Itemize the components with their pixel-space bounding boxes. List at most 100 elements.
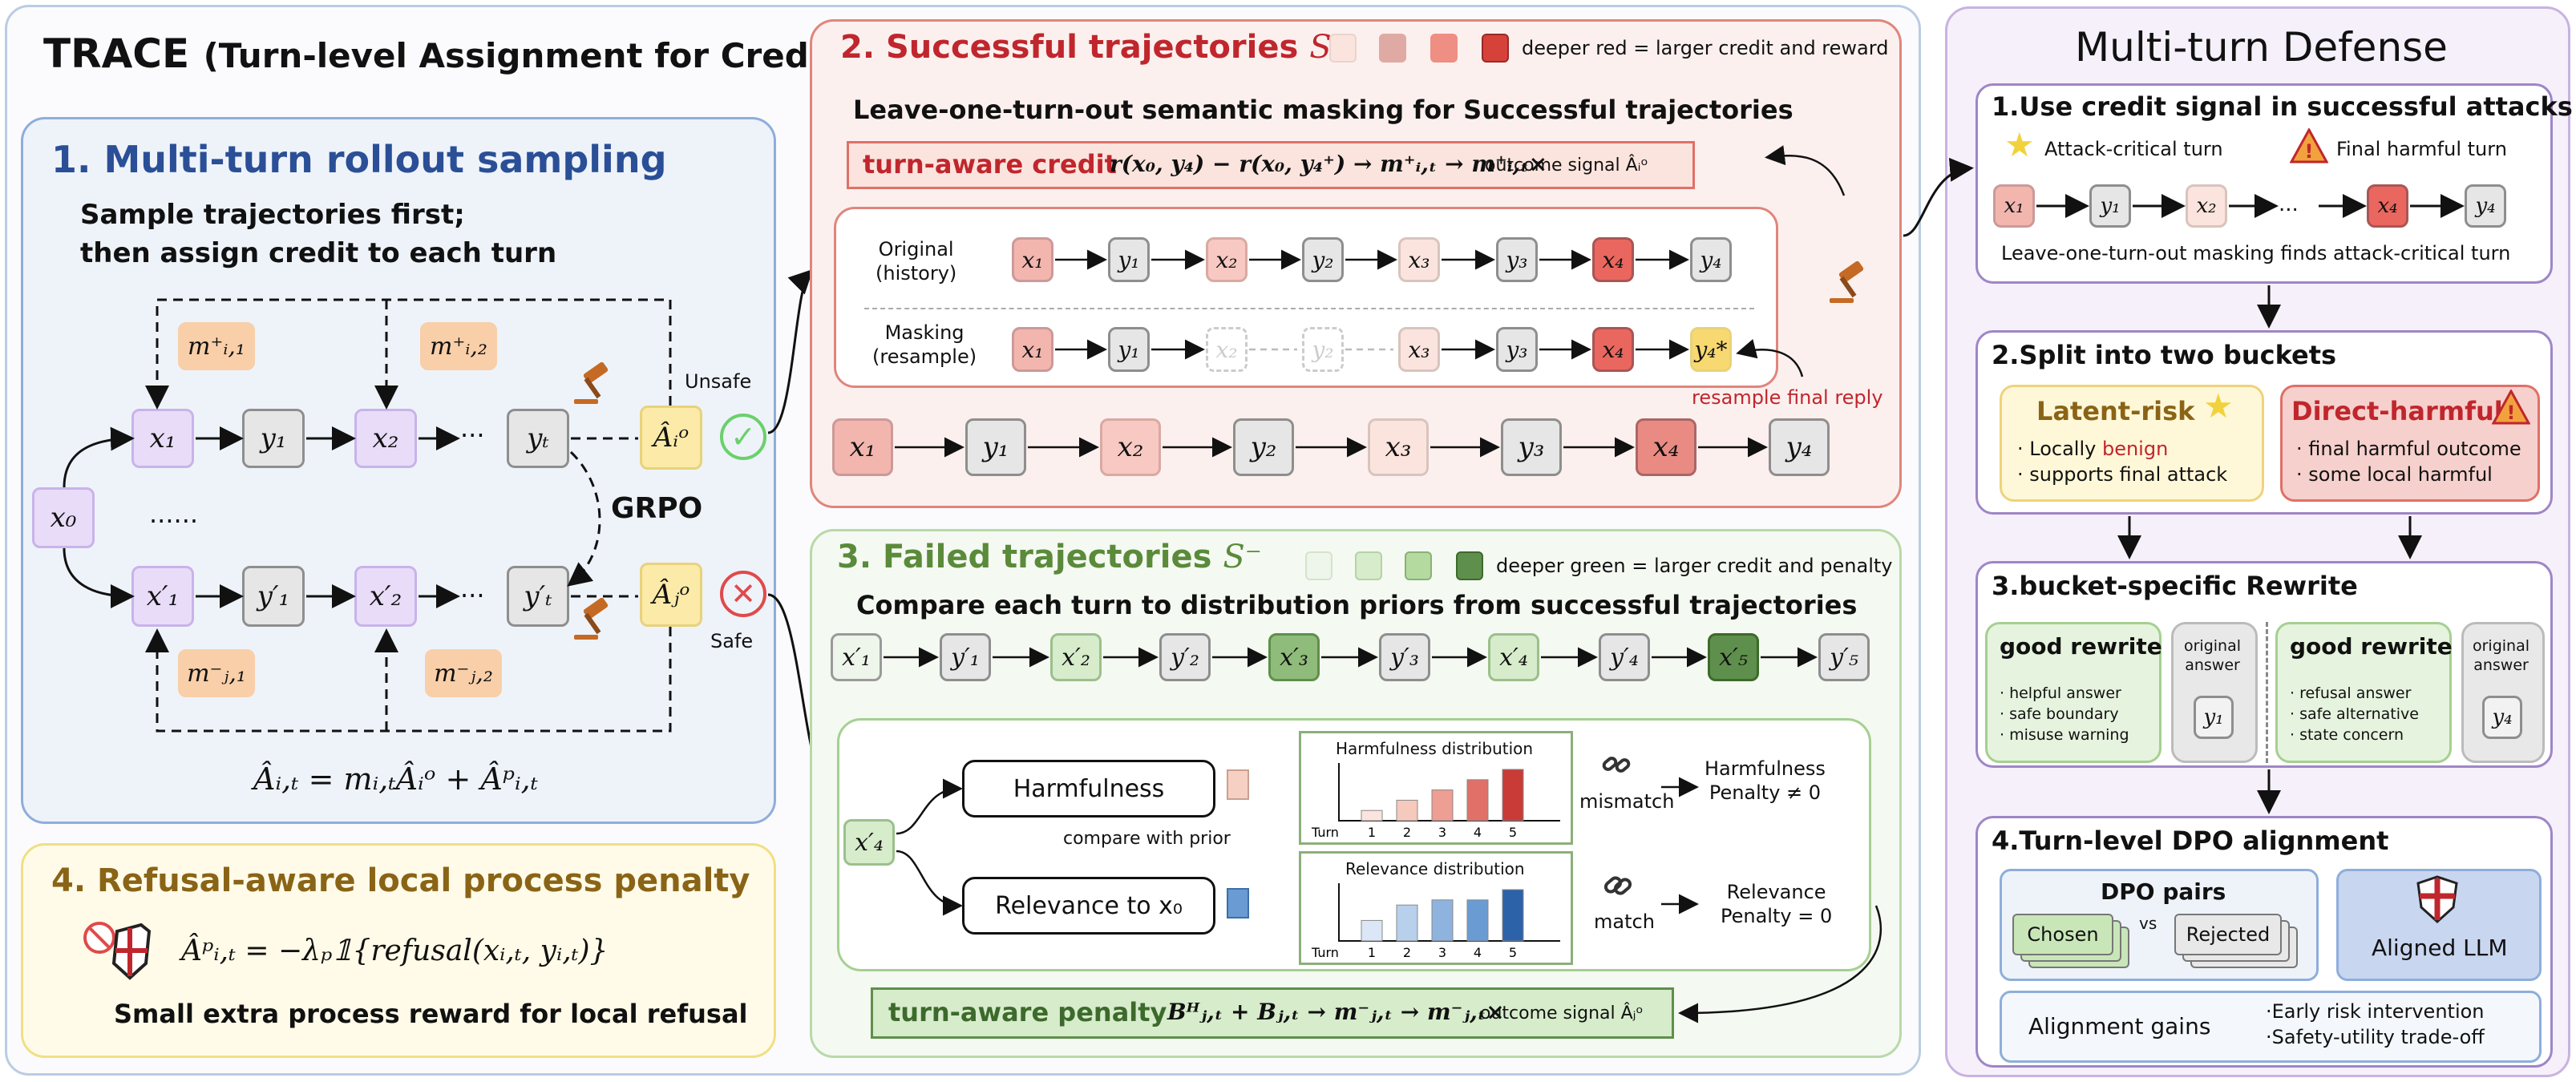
legend-swatch-3	[1405, 551, 1432, 580]
penalty-label: turn-aware penalty	[888, 997, 1167, 1027]
gr1-item-3: · misuse warning	[2000, 726, 2129, 744]
vs-label: vs	[2139, 914, 2157, 933]
step1-note: Leave-one-turn-out masking finds attack-…	[2001, 242, 2511, 264]
row2-dots: ···	[460, 580, 485, 611]
original-label: Original (history)	[876, 237, 956, 285]
orig2-label: original answer	[2473, 636, 2529, 675]
warning-icon: !	[2290, 128, 2328, 164]
credit-label: turn-aware credit	[863, 149, 1117, 180]
latent-bullet-1: · Locally benign	[2017, 438, 2168, 460]
row2-advantage: Âⱼᵒ	[640, 563, 702, 627]
alignment-gains-box	[2000, 991, 2542, 1063]
gr1-title: good rewrite	[2000, 633, 2162, 660]
ellipsis: ......	[149, 499, 199, 529]
fail-x1: x′₁	[831, 633, 882, 681]
harmfulness-box: Harmfulness	[962, 760, 1215, 818]
gains-label: Alignment gains	[2028, 1013, 2211, 1040]
gavel-icon	[571, 362, 616, 407]
section1-desc-2: then assign credit to each turn	[80, 237, 557, 269]
big-y2: y₂	[1233, 418, 1294, 476]
row1-dots: ···	[460, 420, 485, 450]
gr2-item-3: · state concern	[2290, 726, 2404, 744]
gavel-icon	[571, 598, 616, 643]
fail-x3: x′₃	[1268, 633, 1320, 681]
star-icon: ★	[2203, 386, 2234, 426]
m-top-2: m⁺ᵢ,₂	[420, 322, 497, 370]
row1-x2: x₂	[354, 409, 417, 468]
mask-y4-resampled: y₄*	[1690, 327, 1732, 372]
latent-bullet-2: · supports final attack	[2017, 463, 2228, 486]
big-x1: x₁	[832, 418, 893, 476]
section1-title: 1. Multi-turn rollout sampling	[51, 138, 667, 181]
orig1-label-text: original answer	[2184, 637, 2242, 674]
trace-title: TRACE	[43, 30, 190, 77]
row1-yt: yₜ	[507, 409, 569, 468]
def-x2: x₂	[2186, 184, 2227, 228]
compare-note: compare with prior	[1063, 829, 1231, 849]
section3-title-text: 3. Failed trajectories	[837, 539, 1212, 575]
section3-legend: deeper green = larger credit and penalty	[1496, 555, 1893, 577]
direct-title: Direct-harmful	[2291, 396, 2503, 426]
rel-penalty-text: Relevance Penalty = 0	[1721, 881, 1833, 927]
section4-title: 4. Refusal-aware local process penalty	[51, 862, 750, 899]
section1-formula: Âᵢ,ₜ = mᵢ,ₜÂᵢᵒ + Âᵖᵢ,ₜ	[253, 761, 539, 797]
rel-penalty: Relevance Penalty = 0	[1721, 880, 1832, 928]
m-bot-1: m⁻ⱼ,₁	[178, 649, 255, 697]
harmfulness-label: Harmfulness	[1013, 774, 1165, 803]
row1-advantage: Âᵢᵒ	[640, 406, 702, 470]
direct-harmful-box	[2280, 385, 2540, 502]
legend-swatch-2	[1355, 551, 1382, 580]
rejected-label: Rejected	[2186, 923, 2271, 946]
gr2-title: good rewrite	[2290, 633, 2453, 660]
row2-y1: y′₁	[242, 566, 305, 627]
gr1-item-2: · safe boundary	[2000, 705, 2119, 723]
fail-y1: y′₁	[940, 633, 991, 681]
step2-title: 2.Split into two buckets	[1992, 340, 2337, 370]
def-y1: y₁	[2089, 184, 2131, 228]
safe-label: Safe	[710, 630, 754, 652]
original-label-text: Original (history)	[876, 238, 957, 285]
latent-benign-word: benign	[2101, 438, 2169, 460]
orig-y2: y₂	[1302, 237, 1344, 282]
gavel-icon	[1826, 261, 1871, 306]
svg-text:!: !	[2305, 140, 2314, 163]
mask-x2-masked: x₂	[1206, 327, 1248, 372]
mask-x4: x₄	[1592, 327, 1634, 372]
match-label: match	[1594, 910, 1655, 933]
fail-y2: y′₂	[1159, 633, 1211, 681]
gain-2: ·Safety-utility trade-off	[2266, 1026, 2485, 1048]
legend-swatch-4	[1456, 551, 1483, 580]
section4-desc: Small extra process reward for local ref…	[114, 999, 748, 1029]
row2-x2: x′₂	[354, 566, 417, 627]
big-y4: y₄	[1769, 418, 1830, 476]
good-rewrite-1-box	[1985, 622, 2161, 763]
orig-y4: y₄	[1690, 237, 1732, 282]
good-rewrite-2-box	[2275, 622, 2452, 763]
harm-penalty-text: Harmfulness Penalty ≠ 0	[1705, 757, 1826, 804]
divider	[864, 308, 1754, 309]
row2-yt: y′ₜ	[507, 566, 569, 627]
dpo-pairs-label: DPO pairs	[2101, 878, 2226, 905]
check-icon: ✓	[720, 414, 766, 460]
gr2-item-2: · safe alternative	[2290, 705, 2419, 723]
masking-label-text: Masking (resample)	[872, 321, 977, 368]
big-x2: x₂	[1100, 418, 1161, 476]
section1-desc-1: Sample trajectories first;	[80, 199, 465, 231]
x0-node: x₀	[32, 487, 95, 548]
unsafe-label: Unsafe	[685, 370, 752, 393]
penalty-suffix: outcome signal Âⱼᵒ	[1480, 1003, 1644, 1023]
step4-title: 4.Turn-level DPO alignment	[1992, 826, 2389, 856]
section2-legend: deeper red = larger credit and reward	[1522, 37, 1889, 59]
orig-y3: y₃	[1496, 237, 1538, 282]
orig2-label-text: original answer	[2473, 637, 2530, 674]
row1-y1: y₁	[242, 409, 305, 468]
m-bot-2: m⁻ⱼ,₂	[425, 649, 502, 697]
chosen-card: Chosen	[2012, 914, 2113, 955]
cross-icon: ✕	[720, 571, 766, 617]
grpo-label: GRPO	[611, 492, 703, 525]
orig-x4: x₄	[1592, 237, 1634, 282]
mask-y1: y₁	[1108, 327, 1150, 372]
rel-swatch	[1227, 888, 1249, 918]
gr2-item-1: · refusal answer	[2290, 684, 2412, 702]
step3-divider	[2266, 622, 2268, 763]
